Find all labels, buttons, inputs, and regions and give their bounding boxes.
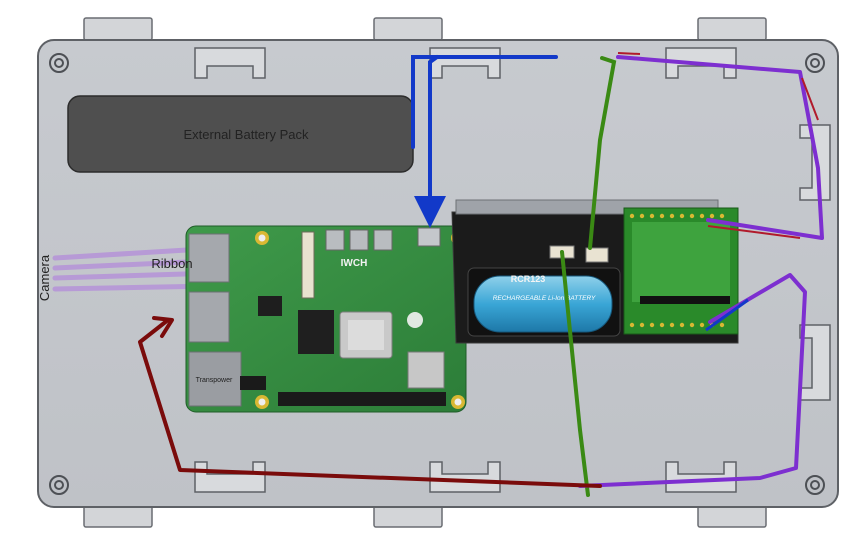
corner-screws	[49, 53, 825, 495]
wire-darkred-arrowhead	[152, 316, 174, 338]
wire-purple-top	[616, 55, 824, 240]
external-battery-pack: External Battery Pack	[67, 95, 414, 173]
wire-blue-arrow	[414, 55, 446, 228]
cell-text-marking: RECHARGEABLE Li-Ion BATTERY	[493, 295, 596, 302]
ethernet-marking: Transpower	[196, 377, 233, 384]
wire-purple-bottom	[578, 273, 807, 488]
ribbon-label: Ribbon	[151, 256, 192, 271]
wire-green-bottom	[560, 250, 590, 497]
pi-marking: IWCH	[341, 258, 368, 269]
battery-hat-board: RCR123 RECHARGEABLE Li-Ion BATTERY	[451, 199, 739, 344]
wire-blue-bottom-accent	[705, 298, 749, 332]
wire-darkred-return	[138, 318, 602, 488]
enclosure-tabs-bottom	[83, 504, 767, 528]
wire-blue-power	[411, 55, 558, 149]
enclosure-tabs-top	[83, 17, 767, 41]
cell-model-marking: RCR123	[511, 274, 546, 284]
battery-pack-label: External Battery Pack	[184, 127, 309, 142]
raspberry-pi-board: Transpower IWCH	[185, 225, 467, 413]
camera-label: Camera	[37, 254, 52, 301]
wire-green-top	[588, 56, 617, 250]
wire-red-top-accent	[617, 52, 819, 239]
